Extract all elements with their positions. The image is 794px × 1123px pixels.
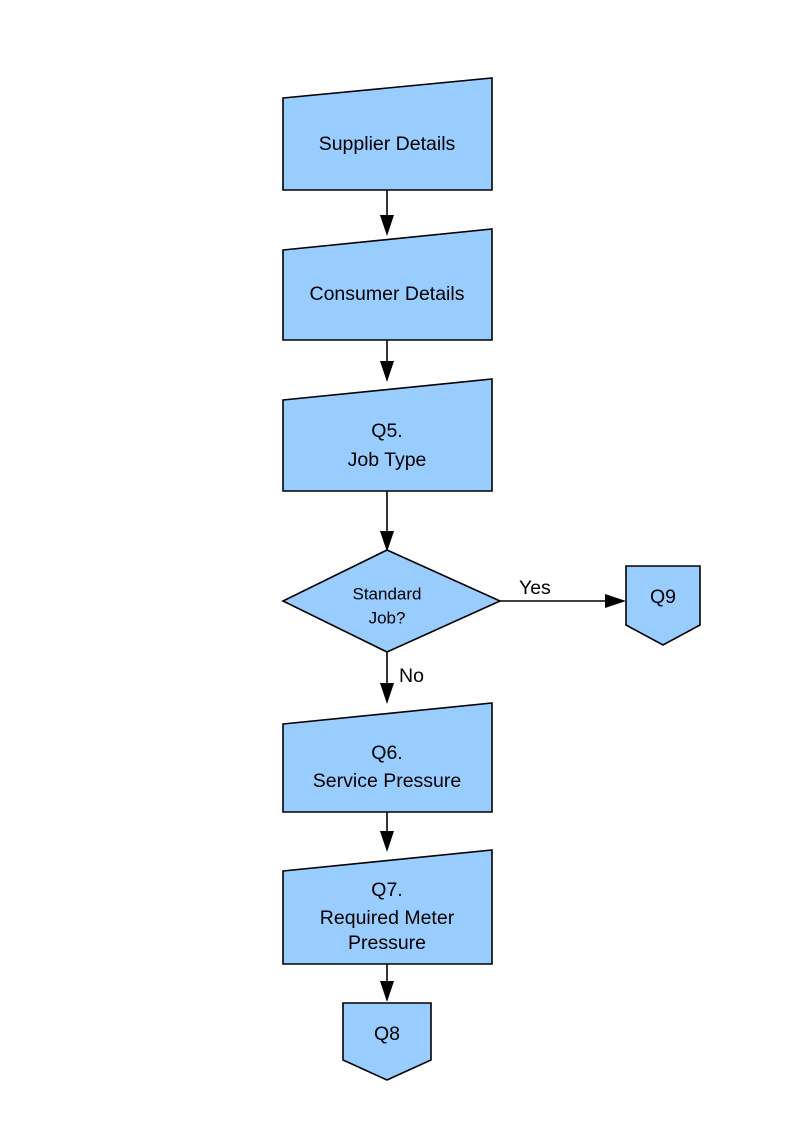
edge-q6-to-q7 [380,812,394,852]
q7-required-meter-pressure-label-line1: Q7. [371,879,402,901]
q5-job-type-shape[interactable] [282,378,493,492]
q7-required-meter-pressure-label-line3: Pressure [348,932,426,954]
edge-supplier-to-consumer [380,190,394,236]
consumer-details-shape[interactable] [282,228,493,341]
edge-decision-to-q9: Yes [500,577,626,608]
node-q9-connector[interactable]: Q9 [625,565,701,646]
node-consumer-details[interactable]: Consumer Details [282,228,493,341]
edge-label-yes: Yes [519,577,551,599]
q9-connector-shape[interactable] [625,565,701,646]
q8-connector-label: Q8 [374,1023,400,1045]
q9-connector-label: Q9 [650,586,676,608]
edge-q7-to-q8 [380,964,394,1002]
arrow-head-q6-to-q7 [380,831,394,852]
q6-service-pressure-shape[interactable] [282,702,493,813]
q5-job-type-label-line1: Q5. [371,420,402,442]
q6-service-pressure-label-line1: Q6. [371,742,402,764]
arrow-head-consumer-to-q5 [380,361,394,382]
standard-job-decision-label-line1: Standard [353,584,422,603]
edge-decision-to-q6: No [380,652,424,704]
arrow-head-supplier-to-consumer [380,215,394,236]
q6-service-pressure-label-line2: Service Pressure [313,770,461,792]
consumer-details-label: Consumer Details [310,283,465,305]
node-q5-job-type[interactable]: Q5. Job Type [282,378,493,492]
node-q7-required-meter-pressure[interactable]: Q7. Required Meter Pressure [282,849,493,965]
arrow-head-decision-to-q6 [380,683,394,704]
supplier-details-label: Supplier Details [319,133,456,155]
supplier-details-shape[interactable] [282,77,493,191]
q8-connector-shape[interactable] [342,1002,432,1081]
node-supplier-details[interactable]: Supplier Details [282,77,493,191]
arrow-head-q7-to-q8 [380,981,394,1002]
edge-label-no: No [399,665,424,687]
q7-required-meter-pressure-label-line2: Required Meter [320,907,455,929]
edge-consumer-to-q5 [380,340,394,382]
arrow-head-decision-to-q9 [605,594,626,608]
q7-required-meter-pressure-shape[interactable] [282,849,493,965]
q5-job-type-label-line2: Job Type [348,449,427,471]
standard-job-decision-label-line2: Job? [369,608,406,627]
node-q8-connector[interactable]: Q8 [342,1002,432,1081]
node-standard-job-decision[interactable]: Standard Job? [281,549,502,653]
edge-q5-to-decision [380,491,394,552]
arrow-head-q5-to-decision [380,531,394,552]
node-q6-service-pressure[interactable]: Q6. Service Pressure [282,702,493,813]
